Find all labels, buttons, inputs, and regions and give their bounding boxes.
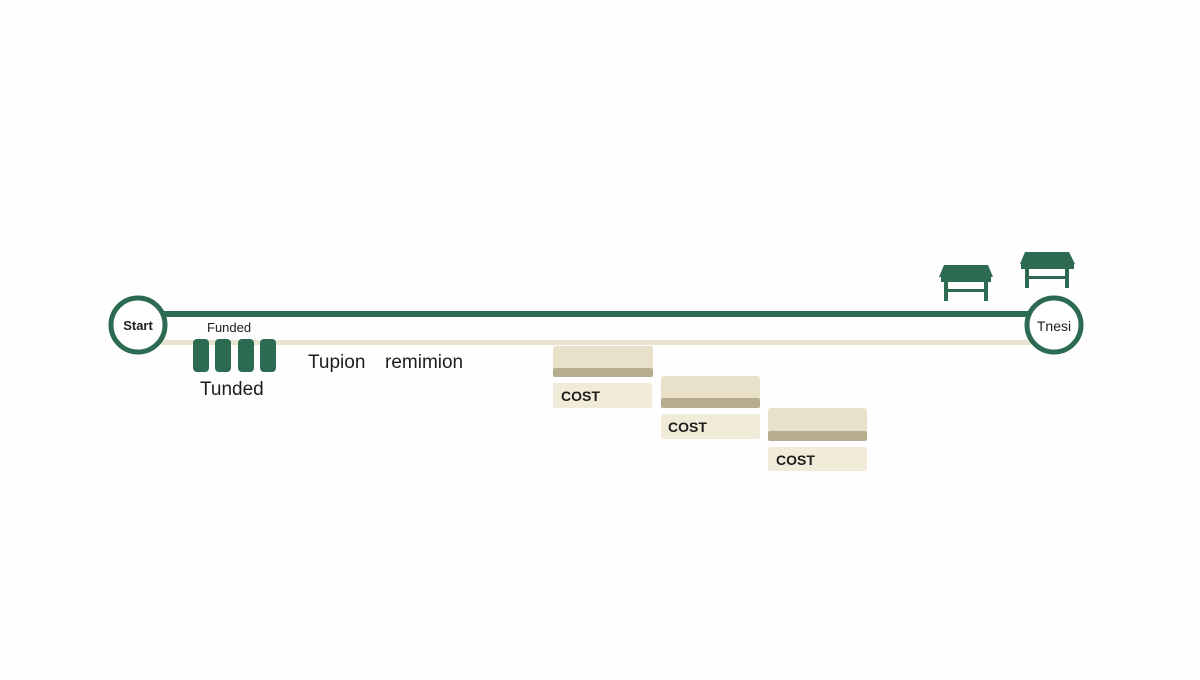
cost-block: [553, 346, 653, 370]
cost-step-1: [553, 346, 653, 408]
cost-step-2: [661, 376, 760, 439]
cost-block-edge: [553, 368, 653, 377]
main-track: [160, 311, 1032, 317]
funded-bar: [238, 339, 254, 372]
cost-block-edge: [661, 398, 760, 408]
cost-tag: [553, 383, 652, 408]
funded-bar: [215, 339, 231, 372]
phase-label-first: Tupion: [308, 352, 366, 373]
cost-step-3: [768, 408, 867, 471]
end-node: [1024, 295, 1084, 355]
cost-block-edge: [768, 431, 867, 441]
end-node-label: Tnesi: [1036, 318, 1072, 334]
cost-tag: [768, 447, 867, 471]
cost-tag: [661, 414, 760, 439]
cost-block: [768, 408, 867, 433]
start-node: [108, 295, 168, 355]
start-node-label: Start: [123, 318, 153, 333]
funded-bar: [193, 339, 209, 372]
table-icon: [939, 265, 993, 301]
cost-label-3: COST: [776, 452, 815, 468]
phase-label-second: remimion: [385, 352, 464, 373]
table-icon: [1020, 252, 1075, 288]
cost-block: [661, 376, 760, 400]
beige-track: [160, 340, 1032, 345]
funded-small-label: Funded: [207, 320, 252, 335]
cost-label-2: COST: [668, 419, 707, 435]
cost-label-1: COST: [561, 388, 600, 404]
funded-bar: [260, 339, 276, 372]
funded-big-label: Tunded: [200, 379, 264, 400]
funded-bars: [193, 339, 276, 372]
